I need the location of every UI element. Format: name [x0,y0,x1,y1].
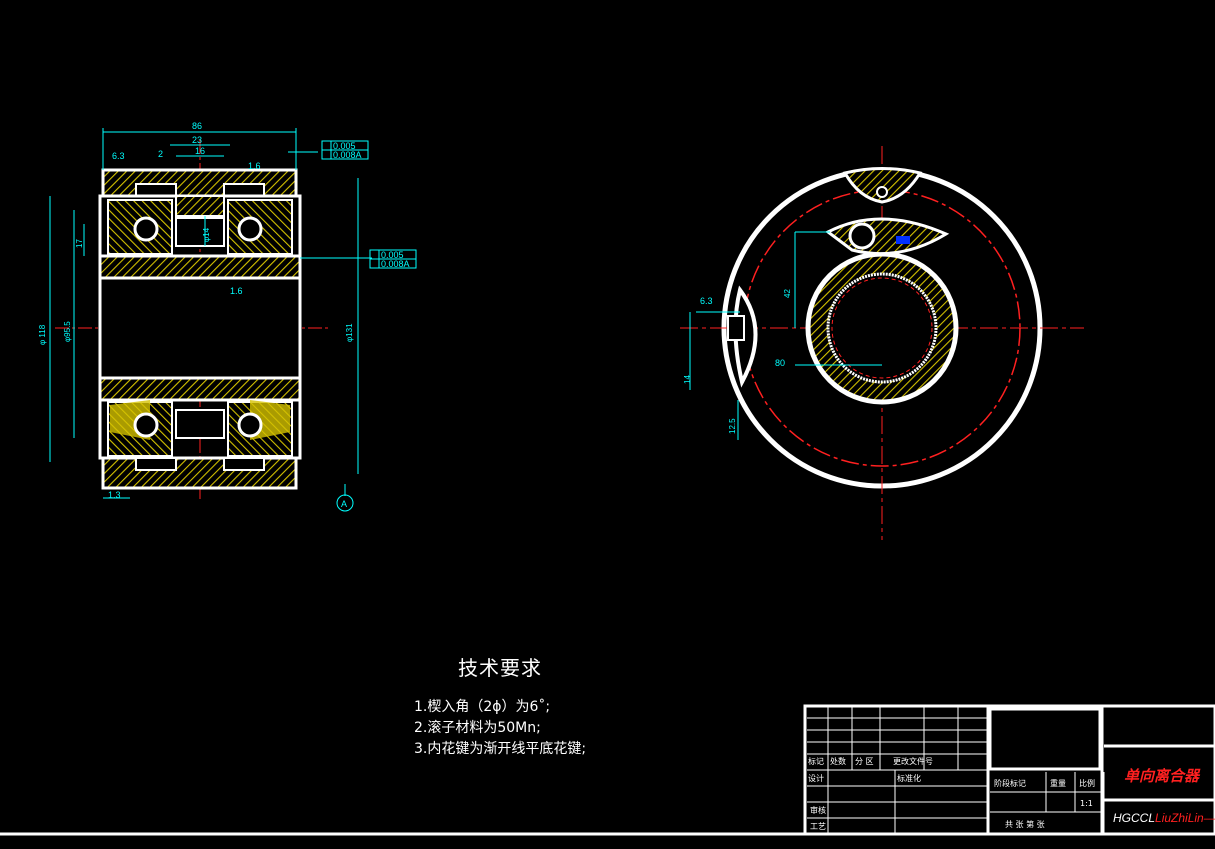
title-block: 标记 处数 分 区 更改文件号 设计 标准化 审核 工艺 阶段标记 重量 比例 … [0,704,1215,836]
tb-review: 审核 [810,805,826,815]
dim-dia-14: φ14 [202,227,211,242]
dim-overall-width: 86 [192,121,202,131]
tech-requirement-1: 1.楔入角（2ϕ）为6˚; [414,699,551,715]
tb-scale-label: 比例 [1079,778,1095,788]
dim-chamfer-left: 6.3 [112,151,125,161]
top-lug [842,167,923,204]
dim-width-23: 23 [192,135,202,145]
end-dim-14: 14 [683,375,692,384]
svg-text:0.005: 0.005 [381,250,404,260]
tolerance-frame-mid: 0.005 0.008A [369,249,417,269]
datum-symbol: A [336,484,354,512]
tb-stage-mark: 阶段标记 [994,778,1026,788]
roller-bottom-right [237,412,263,438]
roller-top-right [237,216,263,242]
end-dim-chamfer: 6.3 [700,296,713,306]
tb-change-doc: 更改文件号 [893,756,933,766]
tb-process: 工艺 [810,822,826,831]
svg-text:A: A [341,499,347,509]
tech-requirement-3: 3.内花键为渐开线平底花键; [414,741,587,757]
svg-text:0.005: 0.005 [333,141,356,151]
tb-sheets: 共 张 第 张 [1005,819,1045,829]
section-view: 86 23 2 16 6.3 1.6 1.6 φ14 17 φ 118 φ95.… [38,121,417,512]
dim-dia-95-5: φ95.5 [63,321,72,342]
roller-top-left [133,216,159,242]
end-view: 6.3 42 80 14 12.5 [680,146,1084,540]
bore [98,276,302,380]
tech-requirements-title: 技术要求 [458,656,542,680]
outer-ring-top [101,168,298,198]
end-dim-42: 42 [783,289,792,298]
tolerance-frame-top: 0.005 0.008A [321,140,369,160]
end-dim-80: 80 [775,358,785,368]
dim-width-2: 2 [158,149,163,159]
outer-ring-bottom [101,456,298,490]
tb-weight: 重量 [1050,778,1066,788]
tech-requirement-2: 2.滚子材料为50Mn; [414,720,541,736]
tb-zone: 分 区 [855,757,874,766]
end-dim-12-5: 12.5 [728,418,737,434]
tb-count: 处数 [830,756,846,766]
tb-scale-value: 1:1 [1080,799,1093,808]
tb-standardize: 标准化 [897,773,921,783]
dim-dia-118: φ 118 [38,324,47,345]
roller-bottom-left [133,412,159,438]
spline-bore [826,272,938,384]
dim-dia-131: φ131 [345,323,354,342]
tb-mark: 标记 [808,756,824,766]
tb-design: 设计 [808,773,824,783]
tb-part-name: 单向离合器 [1124,767,1201,785]
dim-bottom-width: 1.3 [108,490,121,500]
dim-width-16: 16 [195,146,205,156]
dim-roughness-right: 1.6 [248,161,261,171]
tb-drawing-code: HGCCLLiuZhiLin— [1113,811,1215,825]
dim-roughness-mid: 1.6 [230,286,243,296]
svg-text:0.008A: 0.008A [381,259,410,269]
roller-pocket [825,217,950,256]
dim-height-17: 17 [75,239,84,248]
svg-text:0.008A: 0.008A [333,150,362,160]
